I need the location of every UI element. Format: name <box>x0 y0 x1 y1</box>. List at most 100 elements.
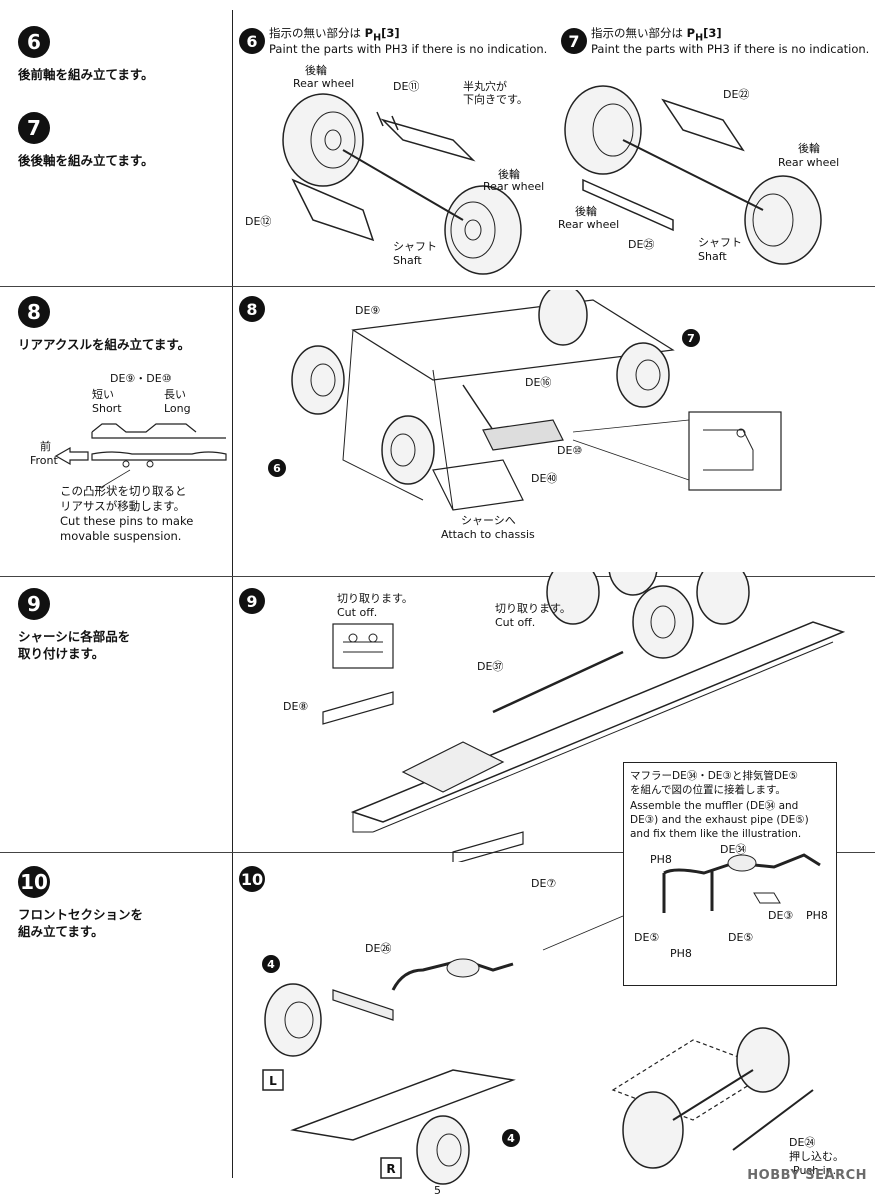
step8-ref7-text: 7 <box>687 332 695 345</box>
step-7-block: 7 後後軸を組み立てます。 <box>18 112 228 169</box>
muffler-ph8-1: PH8 <box>650 853 672 866</box>
diagram-step-8-number: 8 <box>239 296 265 322</box>
muffler-ph8-2: PH8 <box>806 909 828 922</box>
rear-wheel-left-icon-7 <box>564 85 642 175</box>
muffler-assembly-drawing: PH8 DE㉞ DE③ PH8 DE⑤ DE⑤ PH8 <box>634 843 828 960</box>
short-en-label: Short <box>92 402 122 415</box>
muffler-de3: DE③ <box>768 909 793 922</box>
column-divider <box>232 10 233 1178</box>
wheel-icon-8a <box>291 345 345 415</box>
diagram-step-6-number: 6 <box>239 28 265 54</box>
step-8-rear-axle-drawing: DE⑨ DE⑯ DE⑩ DE㊵ 7 6 シャーシへ Attach to chas… <box>268 290 782 541</box>
step-10-block: 10 フロントセクションを 組み立てます。 <box>18 866 228 940</box>
long-jp-label: 長い <box>164 388 186 401</box>
step9-cut1-jp: 切り取ります。 <box>337 592 413 605</box>
step6-shaft-en: Shaft <box>393 254 422 267</box>
step-9-chassis-drawing: 切り取ります。 Cut off. 切り取ります。 Cut off. DE㊲ DE… <box>283 572 846 862</box>
left-side-text: L <box>269 1074 277 1088</box>
step-10-number: 10 <box>18 866 50 898</box>
step9-de7-text: DE⑦ <box>531 877 557 890</box>
front-en-label: Front <box>30 454 59 467</box>
section-divider-9 <box>0 576 875 577</box>
step9-de37-label: DE㊲ <box>477 660 503 673</box>
step10-push-jp: 押し込む。 <box>789 1149 844 1163</box>
step-8-note-en: Cut these pins to make movable suspensio… <box>60 514 194 543</box>
step-9-text: シャーシに各部品を 取り付けます。 <box>18 629 131 661</box>
step8-ref7-badge <box>682 329 700 347</box>
step10-de26-label: DE㉖ <box>365 942 391 955</box>
step-7-paint-jp: 指示の無い部分は PH[3] <box>591 26 722 44</box>
step7-shaft-en: Shaft <box>698 250 727 263</box>
step-8-block: 8 リアアクスルを組み立てます。 <box>18 296 228 353</box>
muffler-en-2: DE③) and the exhaust pipe (DE⑤) <box>630 814 809 826</box>
step-10-text: フロントセクションを 組み立てます。 <box>18 907 144 939</box>
long-en-label: Long <box>164 402 191 415</box>
chassis-frame <box>350 621 846 823</box>
step10-ref4-text-a: 4 <box>267 958 275 971</box>
shaft-line <box>342 149 464 221</box>
front-jp-label: 前 <box>40 439 51 453</box>
front-detail-inset <box>611 1027 814 1169</box>
diagram-area: 6 指示の無い部分は PH[3] Paint the parts with PH… <box>233 0 875 1200</box>
wheel-icon-8b <box>381 415 435 485</box>
step-6-block: 6 後前軸を組み立てます。 <box>18 26 228 83</box>
driveshaft-line <box>492 650 624 714</box>
step8-attach-en: Attach to chassis <box>441 528 535 541</box>
step6-rear-wheel-en: Rear wheel <box>293 77 354 90</box>
step8-ref6-text: 6 <box>273 462 281 475</box>
section-divider-8 <box>0 286 875 287</box>
step-9-number: 9 <box>18 588 50 620</box>
front-arrow-icon <box>54 446 89 466</box>
step-6-paint-jp: 指示の無い部分は PH[3] <box>269 26 400 44</box>
step8-parts-label: DE⑨・DE⑩ <box>110 372 172 385</box>
step6-hole-jp-1: 半丸穴が <box>463 79 507 93</box>
rear-wheel-right-icon <box>444 185 522 275</box>
step7-rear-wheel-jp-2: 後輪 <box>575 204 597 218</box>
step9-de8-label: DE⑧ <box>283 700 308 713</box>
step9-cut2-en: Cut off. <box>495 616 535 629</box>
muffler-jp-1: マフラーDE㉞・DE③と排気管DE⑤ <box>630 770 798 782</box>
step6-hole-jp-2: 下向きです。 <box>463 92 528 106</box>
right-side-marker <box>380 1157 402 1179</box>
step9-cut1-en: Cut off. <box>337 606 377 619</box>
step6-rear-wheel-en-2: Rear wheel <box>483 180 544 193</box>
wheel-icon-8c <box>538 290 588 346</box>
detail-inset <box>688 411 782 491</box>
step7-rear-wheel-jp: 後輪 <box>798 141 820 155</box>
step10-de24-label: DE㉔ <box>789 1136 815 1149</box>
muffler-de34: DE㉞ <box>720 843 746 856</box>
left-instruction-column: 6 後前軸を組み立てます。 7 後後軸を組み立てます。 8 リアアクスルを組み立… <box>0 0 232 1180</box>
diagram-step-9-number: 9 <box>239 588 265 614</box>
step-10-front-section-drawing: DE㉖ 4 4 L R DE㉔ 押し込む。 Push in. <box>262 915 844 1185</box>
step6-shaft-jp: シャフト <box>393 240 437 253</box>
diagram-step-10-number: 10 <box>239 866 265 892</box>
step-7-number: 7 <box>18 112 50 144</box>
rear-wheel-right-icon-7 <box>744 175 822 265</box>
step-7-text: 後後軸を組み立てます。 <box>18 153 154 168</box>
step-6-number: 6 <box>18 26 50 58</box>
step7-de25-label: DE㉕ <box>628 238 654 251</box>
shaft-line-7 <box>622 139 764 211</box>
step7-rear-wheel-en: Rear wheel <box>778 156 839 169</box>
step6-de12-label: DE⑫ <box>245 215 271 228</box>
step-8-note-jp: この凸形状を切り取ると リアサスが移動します。 <box>60 484 187 513</box>
step9-cut2-jp: 切り取ります。 <box>495 602 571 615</box>
step7-shaft-jp: シャフト <box>698 236 742 249</box>
step8-ref6-badge <box>268 459 286 477</box>
step-8-text: リアアクスルを組み立てます。 <box>18 337 191 352</box>
page-number: 5 <box>434 1184 441 1197</box>
short-jp-label: 短い <box>92 387 114 401</box>
step6-rear-wheel-jp-2: 後輪 <box>498 167 520 181</box>
step8-de10-label: DE⑩ <box>557 444 582 457</box>
rear-wheels-cluster-icon <box>546 572 750 659</box>
step-9-block: 9 シャーシに各部品を 取り付けます。 <box>18 588 228 662</box>
step6-de11-label: DE⑪ <box>393 80 419 93</box>
step10-push-en: Push in. <box>793 1164 836 1177</box>
step-8-number: 8 <box>18 296 50 328</box>
step6-rear-wheel-jp: 後輪 <box>305 63 327 77</box>
muffler-instruction-box: マフラーDE㉞・DE③と排気管DE⑤ を組んで図の位置に接着します。 Assem… <box>623 762 837 986</box>
step-6-axle-drawing: 後輪 Rear wheel DE⑪ 半丸穴が 下向きです。 後輪 Rear wh… <box>245 63 544 275</box>
step8-de16-label: DE⑯ <box>525 376 551 389</box>
step-7-axle-drawing: DE㉒ 後輪 Rear wheel 後輪 Rear wheel DE㉕ シャフト… <box>558 85 839 265</box>
section-divider-10 <box>0 852 875 853</box>
